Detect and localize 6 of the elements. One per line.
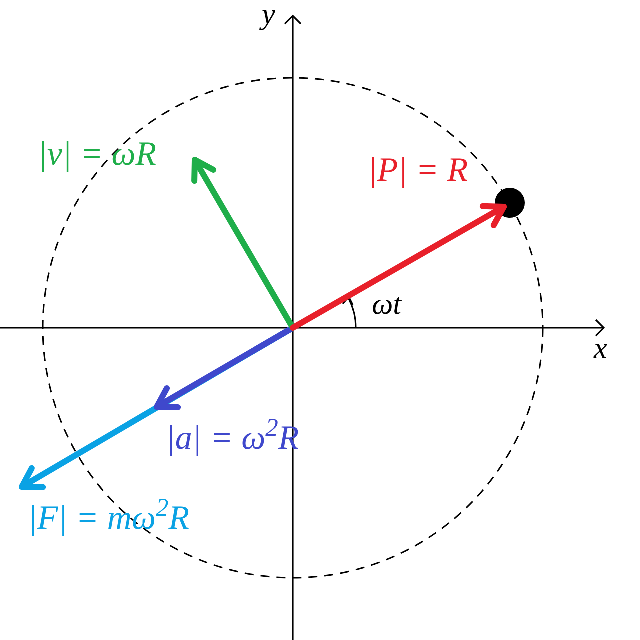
axis-label: y	[262, 0, 276, 34]
position-label: |P| = R	[368, 151, 468, 191]
velocity-label: |v| = ωR	[38, 135, 157, 175]
angle-label: ωt	[372, 287, 402, 323]
force-label: |F| = mω$^{2}$R	[28, 498, 190, 539]
axis-label: x	[594, 331, 608, 367]
